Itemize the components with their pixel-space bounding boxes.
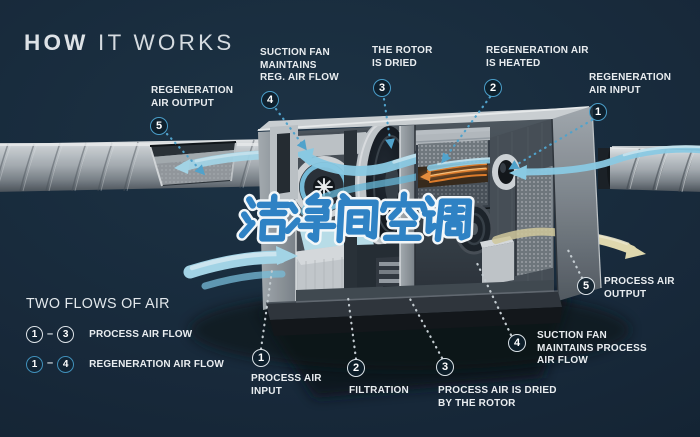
callout-number-badge: 4	[508, 334, 526, 352]
callout-number: 2	[489, 82, 497, 94]
callout-label-line: MAINTAINS	[260, 59, 317, 71]
callout-number: 4	[266, 94, 274, 106]
legend-row-process: 1 – 3 PROCESS AIR FLOW	[26, 326, 224, 343]
callout-number-badge: 2	[347, 359, 365, 377]
callout-number: 2	[352, 362, 360, 374]
legend-row-label: PROCESS AIR FLOW	[89, 329, 193, 340]
callout-label-line: FILTRATION	[349, 385, 409, 396]
callout-label-line: PROCESS AIR	[251, 373, 322, 384]
callout-label: THE ROTOR IS DRIED	[372, 45, 433, 70]
callout-label: REGENERATION AIR OUTPUT	[151, 85, 233, 110]
callout-label-line: THE ROTOR	[372, 45, 433, 56]
callout-label-line: MAINTAINS PROCESS	[537, 342, 647, 354]
callout-number-badge: 3	[436, 358, 454, 376]
callout-label: PROCESS AIR OUTPUT	[604, 276, 675, 301]
callout-label: REGENERATION AIR IS HEATED	[486, 45, 589, 70]
callout-number: 4	[513, 337, 521, 349]
callout-label: REGENERATION AIR INPUT	[589, 72, 671, 97]
title-light: IT WORKS	[88, 30, 235, 55]
legend-circle-number: 4	[62, 358, 69, 370]
callout-number: 1	[257, 352, 265, 364]
callout-number: 3	[378, 82, 386, 94]
callout-number: 3	[441, 361, 449, 373]
leader-lines	[165, 95, 594, 361]
callout-label: FILTRATION	[349, 385, 409, 398]
legend-circle-to: 3	[57, 326, 75, 343]
legend-circle-number: 1	[31, 329, 38, 340]
callout-number: 1	[594, 106, 602, 118]
callout-label-line: REGENERATION	[589, 72, 672, 83]
callout-label-line: BY THE ROTOR	[438, 397, 516, 409]
legend: TWO FLOWS OF AIR 1 – 3 PROCESS AIR FLOW …	[26, 297, 224, 385]
callout-label: SUCTION FAN MAINTAINS REG. AIR FLOW	[260, 47, 339, 85]
legend-title: TWO FLOWS OF AIR	[26, 296, 170, 312]
legend-circle-number: 3	[62, 329, 69, 340]
right-duct	[509, 145, 700, 193]
legend-range-dash: –	[47, 357, 54, 369]
callout-label: SUCTION FAN MAINTAINS PROCESS AIR FLOW	[537, 330, 647, 368]
callout-number: 5	[582, 280, 590, 292]
callout-label-line: IS HEATED	[486, 57, 541, 69]
legend-circle-number: 1	[31, 358, 38, 370]
callout-number-badge: 1	[589, 103, 607, 121]
legend-circle-from: 1	[26, 355, 43, 373]
callout-label-line: SUCTION FAN	[260, 47, 330, 58]
callout-label: PROCESS AIR IS DRIED BY THE ROTOR	[438, 385, 557, 410]
callout-number-badge: 5	[577, 277, 595, 295]
legend-row-regeneration: 1 – 4 REGENERATION AIR FLOW	[26, 355, 224, 373]
callout-number-badge: 1	[252, 349, 270, 367]
legend-row-label: REGENERATION AIR FLOW	[89, 358, 224, 370]
callout-label-line: AIR OUTPUT	[151, 97, 215, 109]
callout-label-line: PROCESS AIR IS DRIED	[438, 385, 557, 396]
process-in-arrow	[183, 246, 298, 290]
callout-label-line: INPUT	[251, 385, 282, 397]
legend-circle-from: 1	[26, 326, 43, 343]
callout-label-line: SUCTION FAN	[537, 330, 607, 341]
callout-number-badge: 3	[373, 79, 391, 97]
left-duct	[0, 139, 305, 192]
callout-label-line: IS DRIED	[372, 57, 417, 69]
callout-label-line: REGENERATION AIR	[486, 45, 589, 56]
callout-label-line: REGENERATION	[151, 85, 234, 96]
callout-number-badge: 5	[150, 117, 168, 135]
callout-number: 5	[155, 120, 163, 132]
callout-label-line: REG. AIR FLOW	[260, 72, 339, 84]
callout-label-line: AIR INPUT	[589, 84, 641, 96]
legend-range-dash: –	[47, 327, 54, 340]
callout-label-line: PROCESS AIR	[604, 276, 675, 287]
callout-label-line: OUTPUT	[604, 288, 647, 300]
callout-number-badge: 4	[261, 91, 279, 109]
callout-label-line: AIR FLOW	[537, 355, 589, 367]
legend-circle-to: 4	[57, 355, 75, 373]
callout-label: PROCESS AIR INPUT	[251, 373, 322, 398]
title-bold: HOW	[24, 30, 89, 55]
page-title: HOW IT WORKS	[24, 30, 235, 56]
callout-number-badge: 2	[484, 79, 502, 97]
